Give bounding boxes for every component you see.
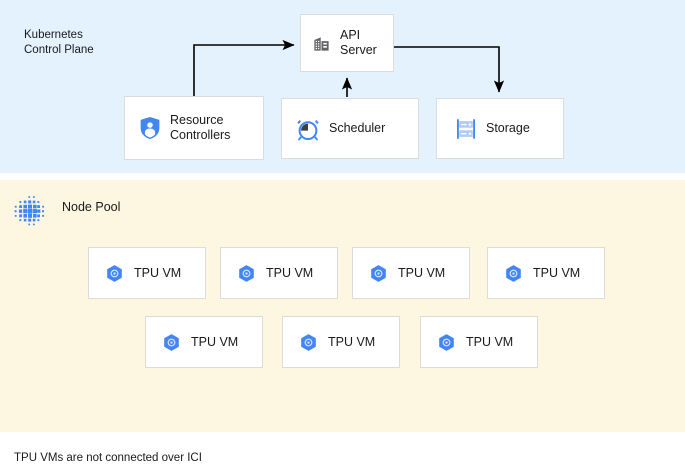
api-server-label: API Server — [340, 28, 377, 57]
server-rack-icon — [455, 118, 477, 140]
tpu-vm-label: TPU VM — [134, 265, 182, 280]
tpu-vm-label: TPU VM — [398, 265, 446, 280]
tpu-vm-box[interactable]: TPU VM — [220, 247, 338, 299]
scheduler-box[interactable]: Scheduler — [281, 98, 419, 159]
hexagon-gear-icon — [504, 264, 523, 283]
tpu-vm-label: TPU VM — [466, 334, 514, 349]
alarm-clock-icon — [296, 117, 320, 141]
hexagon-gear-icon — [299, 333, 318, 352]
tpu-vm-box[interactable]: TPU VM — [352, 247, 470, 299]
control-plane-section-label: Kubernetes Control Plane — [24, 29, 94, 56]
resource-controllers-label: Resource Controllers — [170, 113, 231, 142]
tpu-vm-box[interactable]: TPU VM — [487, 247, 605, 299]
tpu-vm-label: TPU VM — [533, 265, 581, 280]
office-building-icon — [312, 34, 331, 53]
scheduler-label: Scheduler — [329, 121, 386, 135]
tpu-vm-box[interactable]: TPU VM — [88, 247, 206, 299]
tpu-vm-label: TPU VM — [328, 334, 376, 349]
node-pool-section-label: Node Pool — [62, 200, 121, 214]
dot-matrix-icon — [12, 195, 50, 233]
tpu-vm-box[interactable]: TPU VM — [282, 316, 400, 368]
tpu-vm-label: TPU VM — [266, 265, 314, 280]
storage-label: Storage — [486, 121, 530, 135]
hexagon-gear-icon — [105, 264, 124, 283]
resource-controllers-box[interactable]: Resource Controllers — [124, 96, 264, 160]
hexagon-gear-icon — [369, 264, 388, 283]
hexagon-gear-icon — [162, 333, 181, 352]
storage-box[interactable]: Storage — [436, 98, 564, 159]
hexagon-gear-icon — [237, 264, 256, 283]
tpu-vm-box[interactable]: TPU VM — [420, 316, 538, 368]
api-server-box[interactable]: API Server — [300, 14, 394, 72]
tpu-vm-box[interactable]: TPU VM — [145, 316, 263, 368]
shield-person-icon — [139, 116, 161, 140]
tpu-vm-label: TPU VM — [191, 334, 239, 349]
diagram-caption: TPU VMs are not connected over ICI — [14, 452, 202, 464]
node-pool-panel — [0, 180, 685, 432]
hexagon-gear-icon — [437, 333, 456, 352]
